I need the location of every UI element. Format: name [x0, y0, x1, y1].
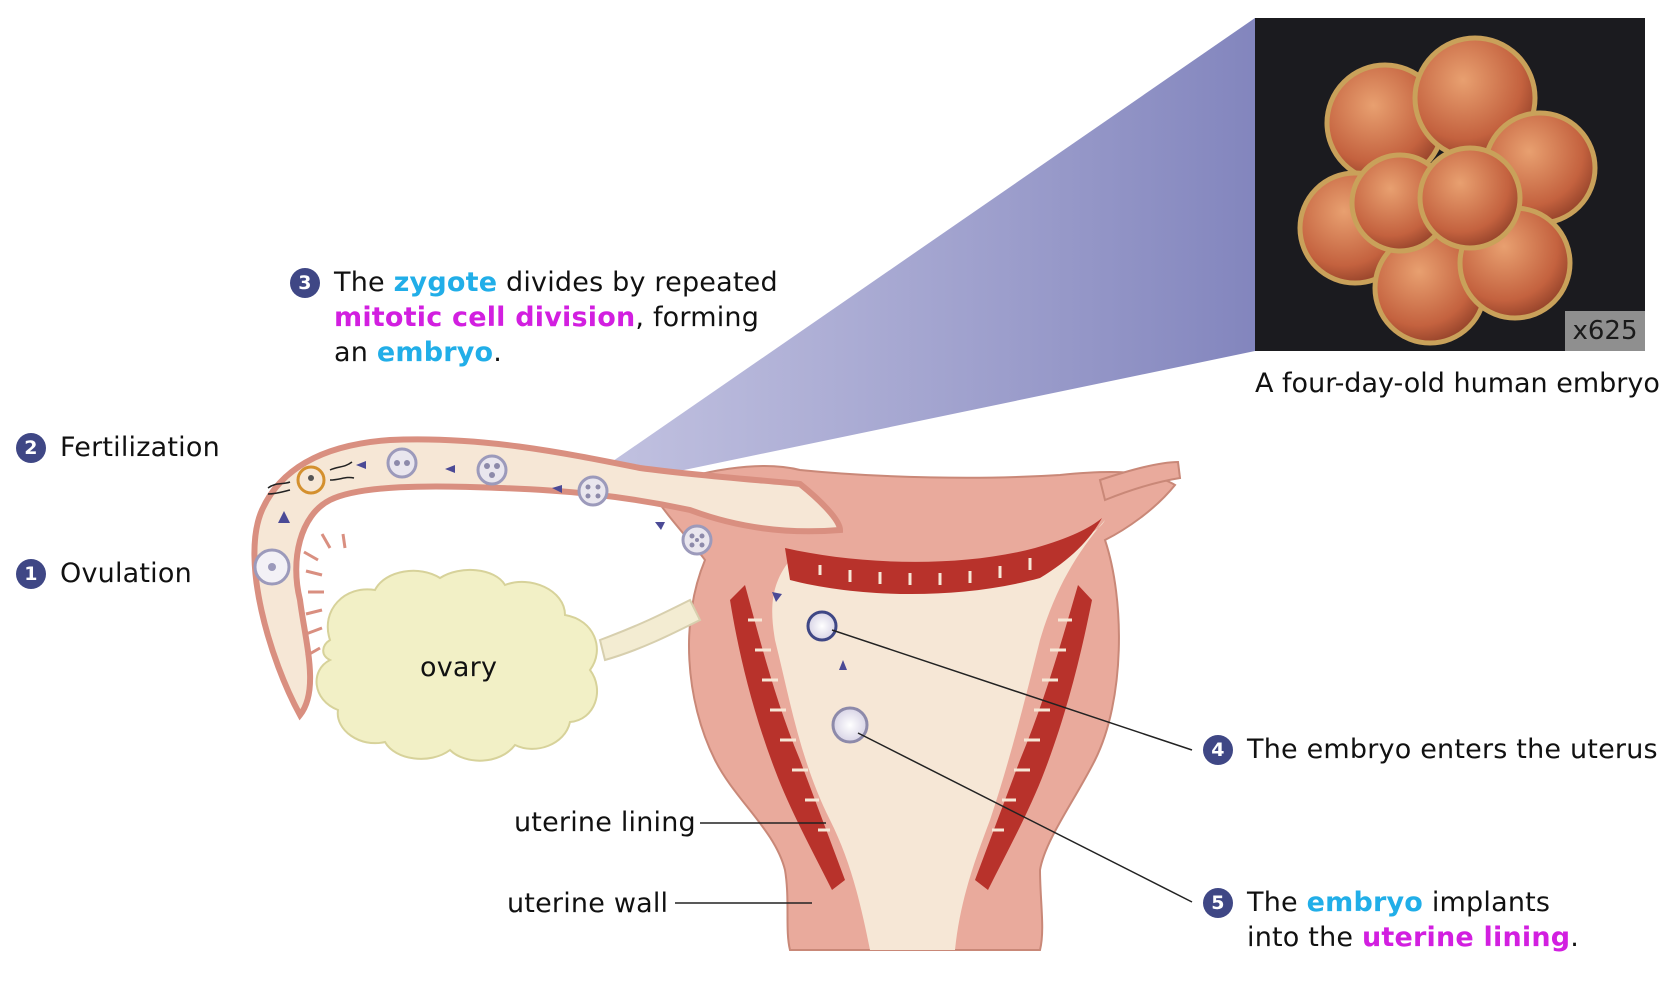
step-3-text-part: . — [493, 337, 503, 368]
uterine-lining-left — [730, 585, 845, 890]
travel-arrows — [278, 461, 847, 670]
step-5-text-part: into the — [1247, 922, 1362, 953]
step-5: 5 The embryo implants into the uterine l… — [1203, 885, 1579, 955]
sperm-cells — [267, 461, 355, 495]
step-4-badge: 4 — [1203, 735, 1233, 765]
step-3-text-part: , forming — [635, 302, 760, 333]
cell-cluster — [1297, 35, 1598, 346]
fimbriae — [303, 533, 347, 658]
ovary-shape — [315, 568, 599, 762]
step-2: 2 Fertilization — [16, 430, 220, 465]
uterine-lining-label: uterine lining — [514, 807, 696, 838]
egg-cell — [253, 548, 291, 586]
dividing-cells — [386, 447, 713, 556]
right-tube-stub — [1098, 460, 1182, 502]
term-zygote: zygote — [393, 267, 498, 298]
embryo-cluster-image — [1297, 35, 1598, 346]
ovarian-ligament — [598, 598, 702, 662]
uterine-lining-right — [975, 585, 1092, 890]
step-5-badge: 5 — [1203, 888, 1233, 918]
step-2-text: Fertilization — [60, 432, 220, 463]
leader-step5 — [857, 732, 1193, 903]
term-embryo: embryo — [1306, 887, 1424, 918]
cell-nuclei — [394, 460, 705, 548]
step-3-text-part: an — [334, 337, 377, 368]
gland-texture — [748, 558, 1072, 832]
leader-step4 — [831, 629, 1193, 751]
step-4: 4 The embryo enters the uterus. — [1203, 732, 1660, 767]
uterine-wall-label: uterine wall — [507, 888, 669, 919]
embryo-entering — [806, 610, 838, 642]
step-4-text: The embryo enters the uterus. — [1247, 734, 1660, 765]
step-1-badge: 1 — [16, 559, 46, 589]
uterine-lining-top — [785, 518, 1102, 594]
term-embryo: embryo — [376, 337, 494, 368]
magnification-label: x625 — [1565, 311, 1645, 351]
embryo-micrograph: x625 — [1255, 18, 1645, 351]
step-3-text-part: divides by repeated — [497, 267, 778, 298]
leader-lines — [675, 629, 1193, 904]
step-3-badge: 3 — [290, 268, 320, 298]
embryo-implanting — [831, 706, 869, 744]
ovary-label: ovary — [420, 652, 498, 683]
step-5-text-part: implants — [1423, 887, 1551, 918]
step-5-text-part: . — [1570, 922, 1580, 953]
zoom-cone — [600, 18, 1255, 485]
step-2-badge: 2 — [16, 433, 46, 463]
step-1: 1 Ovulation — [16, 556, 192, 591]
step-3-text-part: The — [334, 267, 394, 298]
fertilized-egg — [296, 465, 326, 495]
step-3-text: The zygote divides by repeated mitotic c… — [334, 265, 778, 370]
step-5-text-part: The — [1247, 887, 1307, 918]
step-1-text: Ovulation — [60, 558, 192, 589]
term-mitotic-cell-division: mitotic cell division — [334, 302, 636, 333]
step-3: 3 The zygote divides by repeated mitotic… — [290, 265, 778, 370]
uterine-cavity — [772, 520, 1105, 950]
photo-caption: A four-day-old human embryo — [1255, 368, 1660, 399]
fallopian-tube — [251, 436, 844, 721]
term-uterine-lining: uterine lining — [1362, 922, 1571, 953]
step-5-text: The embryo implants into the uterine lin… — [1247, 885, 1579, 955]
